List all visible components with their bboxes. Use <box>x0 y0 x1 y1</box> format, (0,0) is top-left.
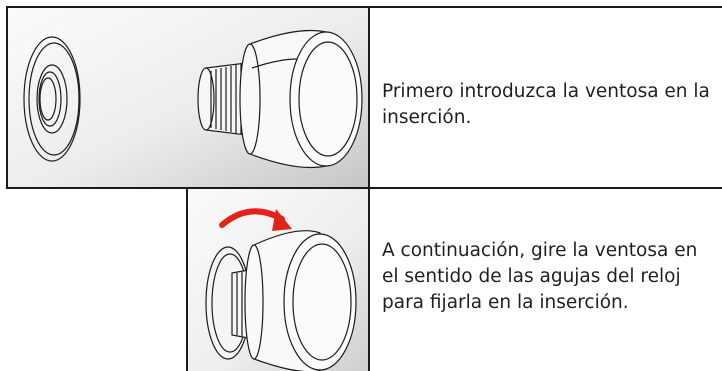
image2-left-border <box>186 187 188 371</box>
step2-caption: A continuación, gire la ventosa en el se… <box>382 240 698 313</box>
column-divider-row1 <box>368 6 370 189</box>
suction-cup-drawing <box>197 29 363 169</box>
step1-caption: Primero introduzca la ventosa en la inse… <box>382 81 710 128</box>
table-left-border <box>6 6 8 189</box>
column-divider-row2 <box>368 187 370 371</box>
step2-illustration <box>188 189 368 371</box>
row-divider <box>6 187 722 189</box>
insert-ring-drawing <box>23 36 81 162</box>
step1-illustration <box>8 8 368 187</box>
table-top-border <box>6 6 722 8</box>
clockwise-arrow-icon <box>219 208 292 231</box>
